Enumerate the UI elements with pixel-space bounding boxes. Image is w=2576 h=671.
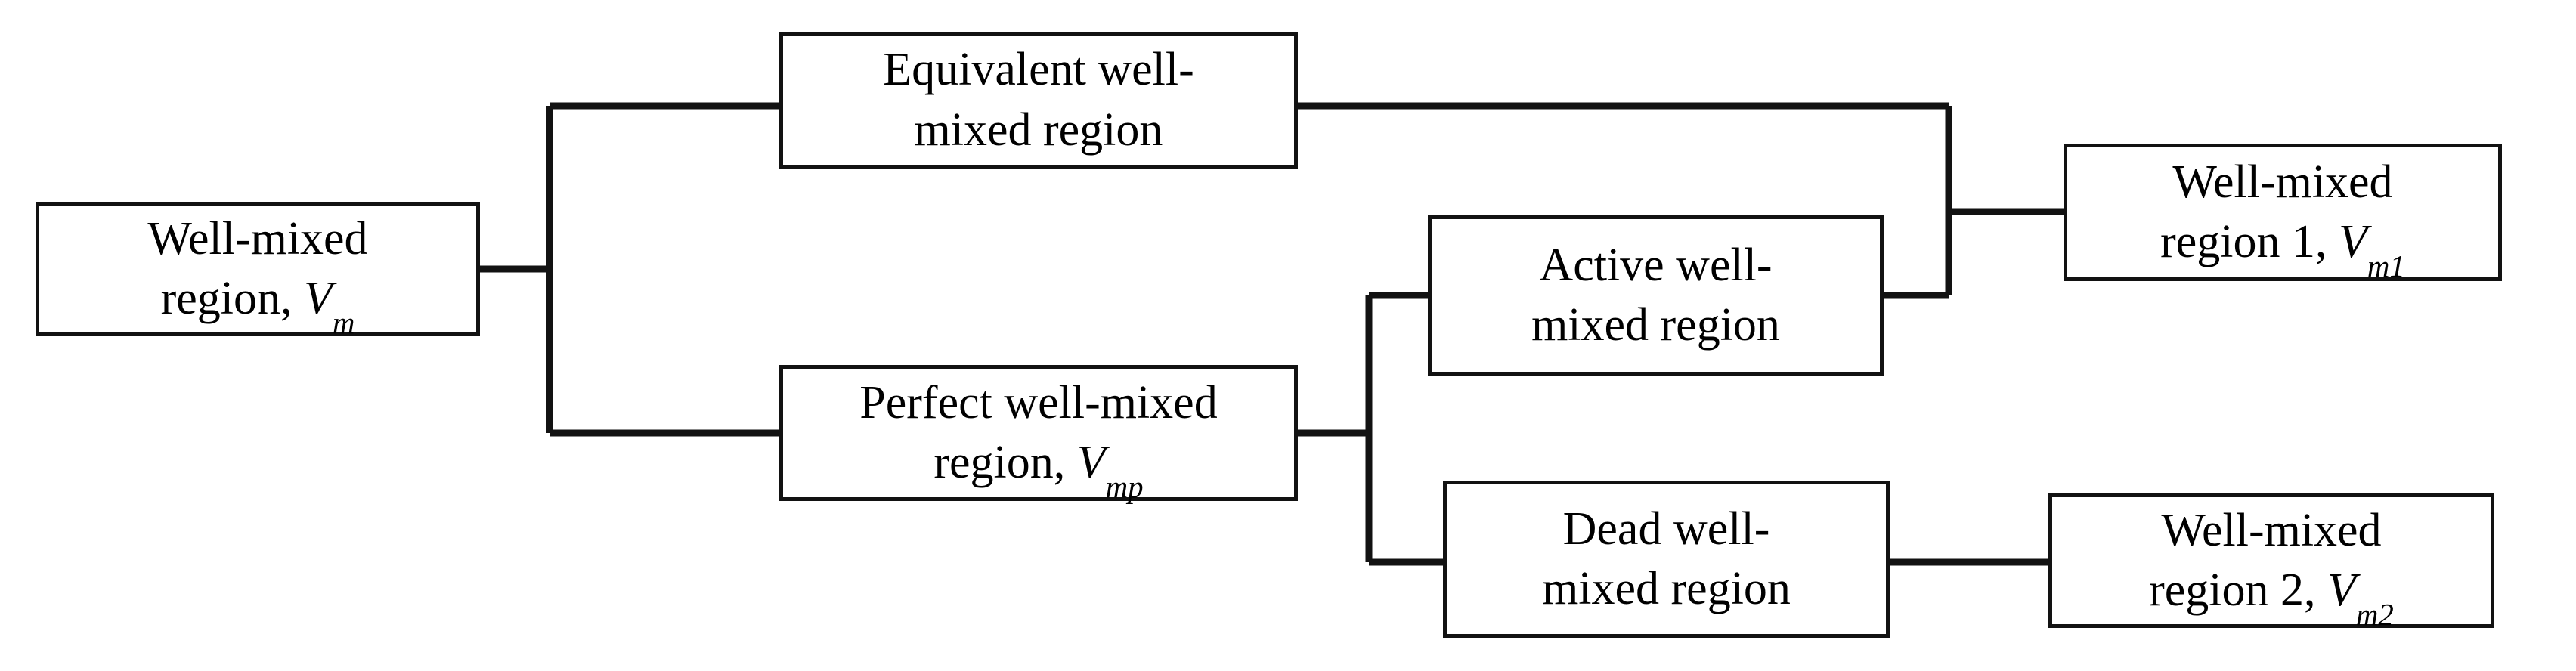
well-mixed-region-1-volume-symbol: V [2339,216,2367,267]
well-mixed-region-2-line-2-prefix: region 2, [2149,564,2327,616]
well-mixed-region-line-2: region, Vm [147,269,367,339]
perfect-well-mixed-region-line-2-prefix: region, [933,437,1077,488]
well-mixed-region-1-volume-subscript: m1 [2367,249,2405,284]
perfect-well-mixed-region-line-2: region, Vmp [859,433,1217,502]
dead-well-mixed-region-line-2-prefix: mixed region [1542,563,1791,614]
perfect-well-mixed-region-line-1: Perfect well-mixed [859,376,1218,428]
well-mixed-region-1-label: Well-mixed region 1, Vm1 [2153,153,2413,283]
active-well-mixed-region-box[interactable]: Active well- mixed region [1428,215,1884,376]
active-well-mixed-region-line-2-prefix: mixed region [1531,299,1780,351]
equivalent-well-mixed-region-line-2: mixed region [883,100,1194,160]
dead-well-mixed-region-line-2: mixed region [1542,559,1791,619]
well-mixed-region-1-line-1: Well-mixed [2172,156,2393,208]
well-mixed-region-1-line-2-prefix: region 1, [2160,216,2339,267]
well-mixed-region-box[interactable]: Well-mixed region, Vm [36,202,480,339]
well-mixed-region-volume-symbol: V [303,273,333,324]
equivalent-well-mixed-region-line-2-prefix: mixed region [914,104,1163,156]
well-mixed-region-volume-subscript: m [332,306,355,341]
well-mixed-region-1-line-2: region 1, Vm1 [2160,212,2405,282]
well-mixed-region-2-label: Well-mixed region 2, Vm2 [2141,501,2401,631]
well-mixed-region-line-1: Well-mixed [147,212,368,264]
well-mixed-region-2-volume-subscript: m2 [2355,598,2394,632]
well-mixed-region-2-line-2: region 2, Vm2 [2149,561,2394,630]
dead-well-mixed-region-line-1: Dead well- [1562,502,1770,555]
equivalent-well-mixed-region-line-1: Equivalent well- [883,44,1194,96]
perfect-well-mixed-region-box[interactable]: Perfect well-mixed region, Vmp [779,365,1298,503]
perfect-well-mixed-region-volume-subscript: mp [1105,470,1144,505]
dead-well-mixed-region-box[interactable]: Dead well- mixed region [1443,481,1890,638]
well-mixed-region-1-box[interactable]: Well-mixed region 1, Vm1 [2064,144,2502,283]
well-mixed-region-2-line-1: Well-mixed [2161,504,2382,556]
active-well-mixed-region-line-2: mixed region [1531,295,1780,355]
perfect-well-mixed-region-volume-symbol: V [1076,437,1106,488]
perfect-well-mixed-region-label: Perfect well-mixed region, Vmp [852,373,1225,503]
active-well-mixed-region-label: Active well- mixed region [1524,236,1788,356]
dead-well-mixed-region-label: Dead well- mixed region [1534,499,1798,620]
well-mixed-region-2-volume-symbol: V [2327,564,2356,616]
well-mixed-region-label: Well-mixed region, Vm [140,209,375,339]
equivalent-well-mixed-region-label: Equivalent well- mixed region [875,40,1201,160]
well-mixed-region-line-2-prefix: region, [160,273,304,324]
active-well-mixed-region-line-1: Active well- [1539,239,1773,291]
equivalent-well-mixed-region-box[interactable]: Equivalent well- mixed region [779,32,1298,169]
well-mixed-region-2-box[interactable]: Well-mixed region 2, Vm2 [2048,493,2494,631]
